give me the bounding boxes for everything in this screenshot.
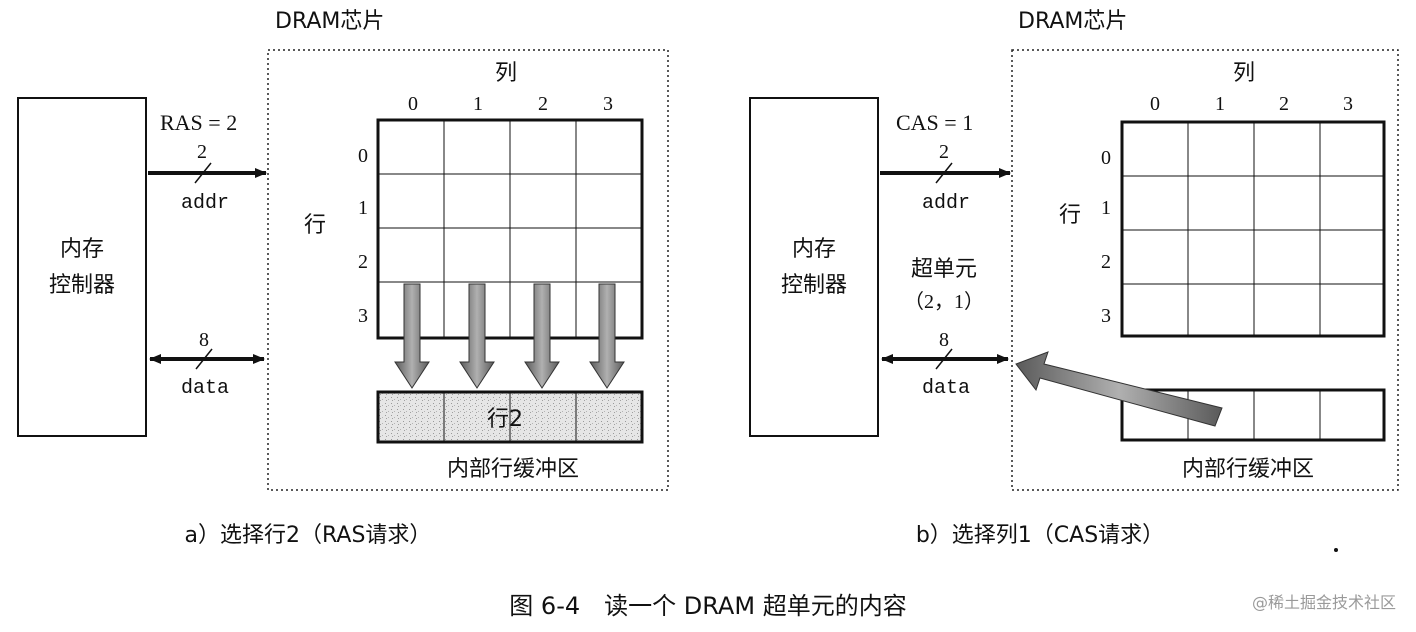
row-copy-arrows <box>394 283 625 389</box>
column-header: 列 <box>1233 61 1255 86</box>
down-arrow-col2 <box>524 283 560 389</box>
buffer-label: 内部行缓冲区 <box>1182 457 1314 482</box>
data-width: 8 <box>939 329 949 351</box>
col-number-1: 1 <box>1215 93 1225 115</box>
col-number-2: 2 <box>1279 93 1289 115</box>
caption-a: a）选择行2（RAS请求） <box>185 523 432 548</box>
watermark: @稀土掘金技术社区 <box>1252 593 1396 612</box>
data-bus-slash <box>195 348 213 370</box>
supercell-label: 超单元 <box>911 257 977 282</box>
controller-label-line1: 内存 <box>792 237 836 262</box>
dram-chip-boundary <box>1011 49 1399 491</box>
panel-a: DRAM芯片 内存 控制器 RAS = 2 2 addr 8 data 列 0 … <box>17 9 669 548</box>
addr-label: addr <box>181 192 229 215</box>
dram-chip-boundary <box>267 49 669 491</box>
stray-dot <box>1334 548 1338 552</box>
down-arrow-col0 <box>394 283 430 389</box>
col-number-1: 1 <box>473 93 483 115</box>
controller-label-line2: 控制器 <box>49 273 115 298</box>
row-number-3: 3 <box>1101 305 1111 327</box>
addr-bus-slash <box>935 162 953 184</box>
data-width: 8 <box>199 329 209 351</box>
panel-b: DRAM芯片 内存 控制器 CAS = 1 2 addr 超单元 （2，1） 8… <box>749 9 1399 552</box>
row-header: 行 <box>1059 203 1081 228</box>
column-header: 列 <box>495 61 517 86</box>
chip-label: DRAM芯片 <box>275 9 384 34</box>
buffer-content: 行2 <box>487 407 523 432</box>
row-number-3: 3 <box>358 305 368 327</box>
controller-label-line1: 内存 <box>60 237 104 262</box>
cell-matrix <box>1120 120 1386 338</box>
cas-value: CAS = 1 <box>896 110 973 135</box>
supercell-out-arrow <box>1015 351 1223 427</box>
chip-label: DRAM芯片 <box>1018 9 1127 34</box>
row-number-2: 2 <box>358 251 368 273</box>
controller-label-line2: 控制器 <box>781 273 847 298</box>
row-number-1: 1 <box>358 197 368 219</box>
data-label: data <box>922 377 970 400</box>
supercell-coords: （2，1） <box>904 290 984 313</box>
buffer-label: 内部行缓冲区 <box>447 457 579 482</box>
caption-b: b）选择列1（CAS请求） <box>916 523 1164 548</box>
addr-width: 2 <box>939 141 949 163</box>
ras-value: RAS = 2 <box>160 110 237 135</box>
memory-controller-box <box>17 97 147 437</box>
col-number-0: 0 <box>1150 93 1160 115</box>
cell-matrix <box>376 118 644 340</box>
addr-bus-slash <box>194 162 212 184</box>
row-number-2: 2 <box>1101 251 1111 273</box>
addr-width: 2 <box>197 141 207 163</box>
data-bus-slash <box>935 348 953 370</box>
down-arrow-col1 <box>459 283 495 389</box>
col-number-0: 0 <box>408 93 418 115</box>
data-label: data <box>181 377 229 400</box>
col-number-3: 3 <box>603 93 613 115</box>
memory-controller-box <box>749 97 879 437</box>
down-arrow-col3 <box>589 283 625 389</box>
row-buffer: 行2 <box>376 390 644 444</box>
figure-caption: 图 6-4 读一个 DRAM 超单元的内容 <box>509 592 906 620</box>
row-number-1: 1 <box>1101 197 1111 219</box>
row-number-0: 0 <box>1101 147 1111 169</box>
row-number-0: 0 <box>358 145 368 167</box>
row-header: 行 <box>304 213 326 238</box>
addr-label: addr <box>922 192 970 215</box>
col-number-2: 2 <box>538 93 548 115</box>
col-number-3: 3 <box>1343 93 1353 115</box>
